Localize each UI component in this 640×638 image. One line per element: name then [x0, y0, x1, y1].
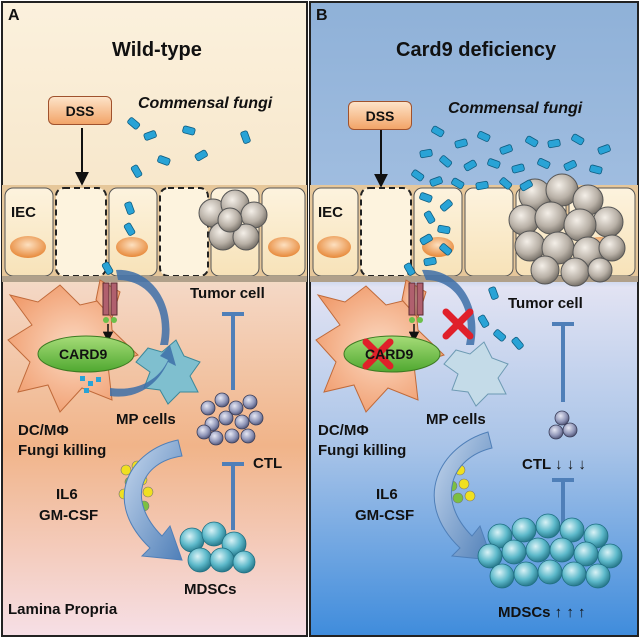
tumor-label-a: Tumor cell: [190, 285, 265, 302]
card9-node-a: [37, 335, 135, 373]
tumor-cluster-b: [508, 173, 626, 287]
curved-arrow-a-up: [116, 269, 170, 345]
inhibition-cross-2: [362, 338, 394, 370]
fungi-label-a: Commensal fungi: [138, 95, 273, 112]
dc-label-a-2: Fungi killing: [18, 442, 107, 459]
tumor-label-b: Tumor cell: [508, 295, 583, 312]
inhibit-mdsc-ctl-a: [222, 462, 244, 530]
dc-label-b-1: DC/MΦ: [318, 422, 369, 439]
gmcsf-label-a: GM-CSF: [39, 507, 99, 524]
mdsc-cluster-b: [477, 513, 623, 589]
dc-label-a-1: DC/MΦ: [18, 422, 69, 439]
dss-box-a: DSS: [48, 96, 112, 125]
card9-label-a: CARD9: [59, 346, 108, 362]
tumor-cluster-a: [198, 189, 268, 251]
card9-label-b: CARD9: [365, 346, 414, 362]
panel-a-letter: A: [8, 7, 20, 24]
panel-a-epithelium: [2, 185, 307, 282]
panel-b-letter: B: [316, 7, 328, 24]
inhibit-ctl-tumor-a: [222, 312, 244, 390]
fungi-label-b: Commensal fungi: [448, 100, 583, 117]
curved-arrow-a-down: [110, 345, 176, 397]
il6-label-b: IL6: [376, 486, 398, 503]
fungi-a: [101, 117, 251, 275]
mdscs-label-a: MDSCs: [184, 581, 237, 598]
mdscs-label-b: MDSCs ↑ ↑ ↑: [498, 604, 586, 621]
receptor-b: [408, 282, 424, 343]
inhibition-cross-1: [442, 308, 474, 340]
iec-nucleus: [10, 236, 46, 258]
panel-a-title: Wild-type: [112, 39, 202, 61]
inhibit-ctl-tumor-b: [552, 322, 574, 402]
ctl-label-b: CTL ↓ ↓ ↓: [522, 456, 586, 473]
inhibit-mdsc-ctl-b: [552, 478, 574, 528]
fungi-b: [403, 125, 611, 350]
curved-arrow-b: [422, 269, 476, 345]
mdsc-cluster-a: [179, 521, 256, 574]
ctl-cluster-b: [548, 410, 578, 440]
gmcsf-label-b: GM-CSF: [355, 507, 415, 524]
iec-label-a: IEC: [11, 204, 37, 221]
mp-cell-a: [135, 339, 201, 405]
ctl-cluster-a: [196, 392, 264, 446]
panel-b-title: Card9 deficiency: [396, 39, 557, 61]
dc-label-b-2: Fungi killing: [318, 442, 407, 459]
il6-label-a: IL6: [56, 486, 78, 503]
mp-to-mdsc-arrow-a: [123, 439, 183, 561]
mp-label-b: MP cells: [426, 411, 486, 428]
mp-label-a: MP cells: [116, 411, 176, 428]
lamina-propria-label: Lamina Propria: [8, 601, 118, 618]
fungi-fragments-a: [80, 376, 101, 393]
receptor-a: [102, 282, 118, 343]
iec-label-b: IEC: [318, 204, 344, 221]
dss-box-b: DSS: [348, 101, 412, 130]
ctl-label-a: CTL: [253, 455, 283, 472]
mp-cell-b: [443, 341, 509, 407]
mp-to-mdsc-arrow-b: [433, 431, 493, 561]
